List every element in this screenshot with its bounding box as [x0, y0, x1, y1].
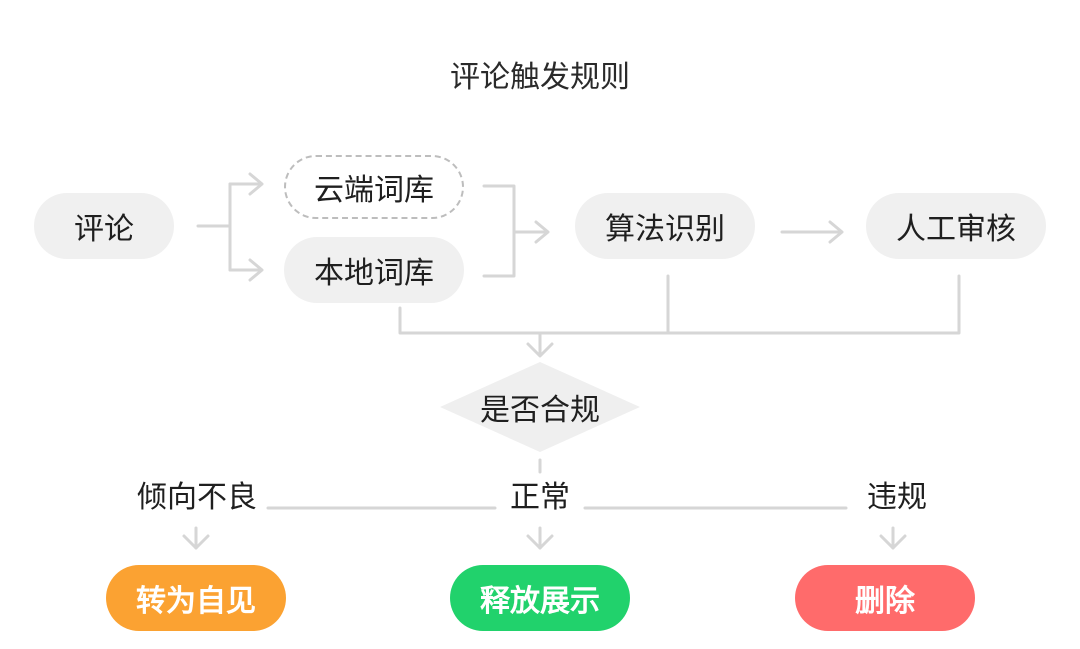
- outcome-self-visible-label: 转为自见: [136, 584, 256, 619]
- branch-label-bad: 倾向不良: [130, 480, 264, 516]
- outcome-release-label: 释放展示: [480, 584, 600, 619]
- connector-lexicons-merge: [482, 184, 548, 278]
- outcome-delete: 删除: [795, 565, 975, 631]
- connector-comment-to-lexicons: [196, 182, 232, 272]
- connector-collector: [398, 274, 961, 335]
- arrowhead-decision: [526, 342, 554, 358]
- node-comment-label: 评论: [74, 212, 134, 247]
- node-manual-review-label: 人工审核: [896, 212, 1016, 247]
- node-cloud-lexicon: 云端词库: [284, 155, 464, 219]
- node-manual-review: 人工审核: [866, 193, 1046, 259]
- node-cloud-lexicon-label: 云端词库: [314, 173, 434, 208]
- arrowhead-cloud: [248, 172, 264, 196]
- arrowhead-algorithm: [534, 220, 550, 244]
- arrowhead-self-visible: [182, 534, 210, 550]
- arrowhead-local: [248, 258, 264, 282]
- outcome-self-visible: 转为自见: [106, 565, 286, 631]
- outcome-delete-label: 删除: [855, 584, 915, 619]
- node-local-lexicon: 本地词库: [284, 237, 464, 303]
- node-algorithm: 算法识别: [575, 193, 755, 259]
- node-local-lexicon-label: 本地词库: [314, 256, 434, 291]
- node-algorithm-label: 算法识别: [605, 212, 725, 247]
- branch-label-violation: 违规: [856, 480, 938, 516]
- node-comment: 评论: [34, 193, 174, 259]
- decision-label: 是否合规: [480, 393, 600, 428]
- arrowhead-review: [828, 220, 844, 244]
- outcome-release: 释放展示: [450, 565, 630, 631]
- diagram-title: 评论触发规则: [450, 60, 630, 95]
- decision-diamond: 是否合规: [440, 362, 640, 452]
- arrowhead-delete: [879, 534, 907, 550]
- decision-diamond-shape: [440, 362, 640, 452]
- branch-label-normal: 正常: [500, 480, 580, 516]
- arrowhead-release: [526, 534, 554, 550]
